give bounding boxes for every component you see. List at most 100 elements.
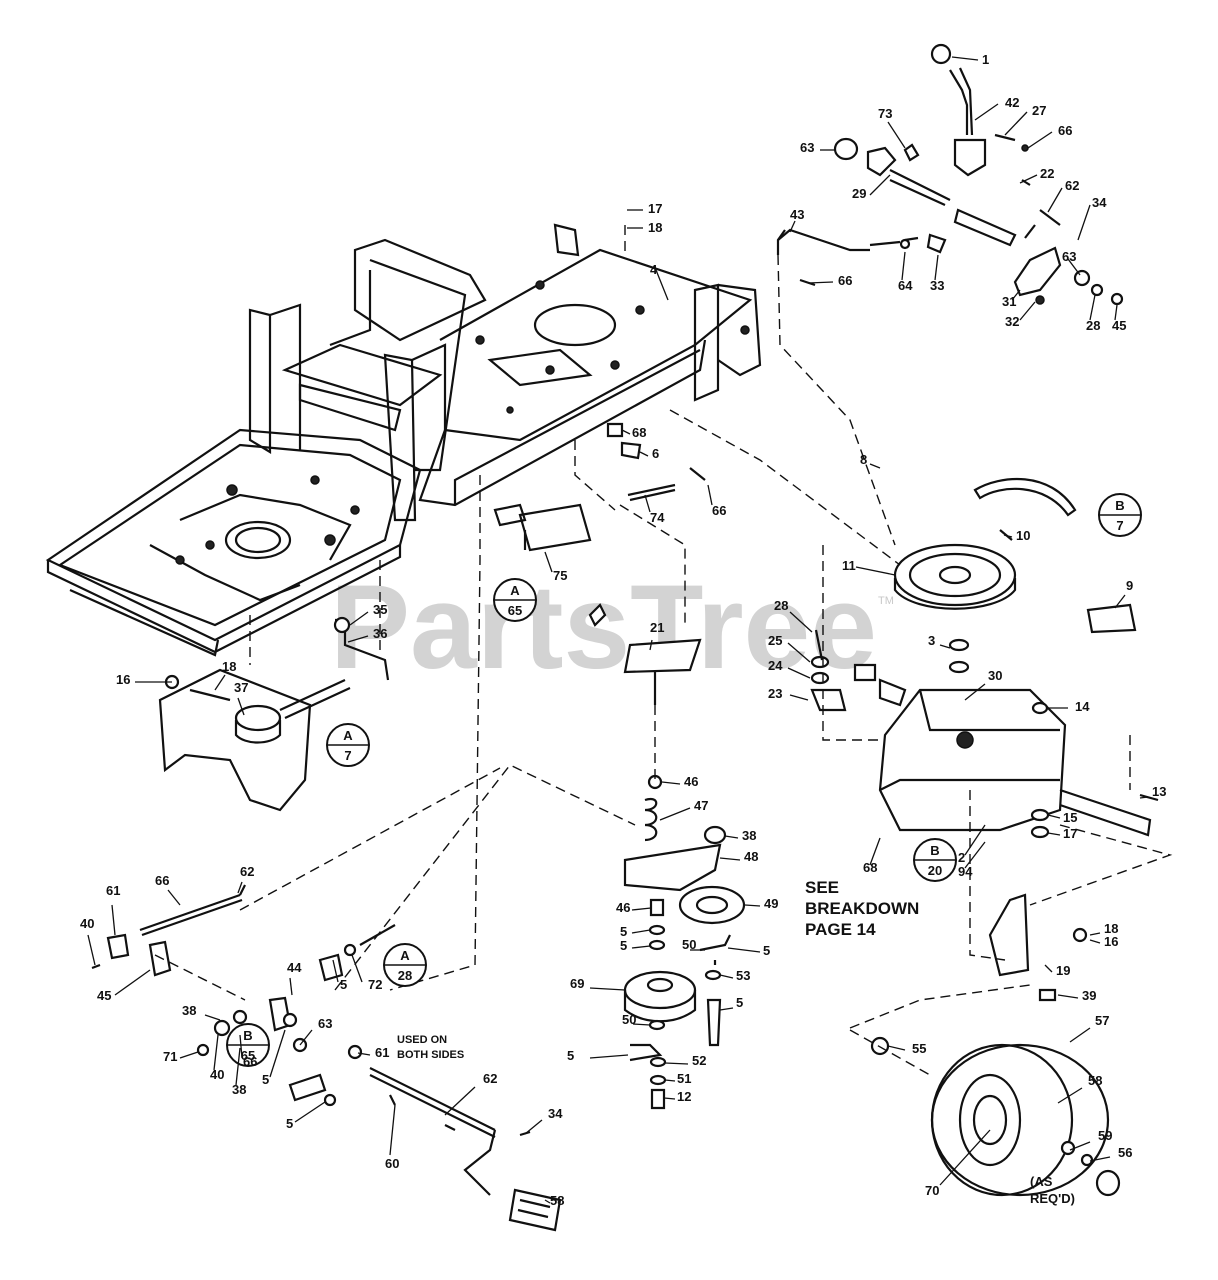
leader-line [787,667,811,679]
leader-line [1003,534,1013,538]
leader-line [727,947,761,953]
leader-line [1019,301,1036,321]
leader-line [1011,289,1021,301]
callout: 10 [1003,528,1030,543]
callout: 61 [106,883,120,936]
callout-number: 14 [1075,699,1090,714]
leader-line [237,881,243,894]
callout-number: 66 [712,503,726,518]
leader-line [237,697,245,716]
leader-line [644,494,651,513]
callout-number: 45 [1112,318,1126,333]
assembly-lines [154,225,1173,1076]
leader-line [1114,304,1118,321]
callout: 17 [627,201,662,216]
callout-number: 33 [930,278,944,293]
leader-line [214,674,226,691]
belt-and-pulley [893,477,1137,674]
callout-number: 42 [1005,95,1019,110]
callout-number: 13 [1152,784,1166,799]
callout: 59 [1069,1128,1112,1151]
leader-line [114,969,151,996]
callout: 2 [958,824,986,865]
callout: 49 [744,896,778,911]
idler-assembly [493,422,746,1110]
callout-number: 49 [764,896,778,911]
leader-line [655,269,669,301]
callout: 74 [644,494,665,525]
leader-line [1019,174,1038,184]
leader-line [639,451,649,457]
callout: 35 [349,602,387,626]
callout: 14 [1048,699,1090,714]
callout-number: 94 [958,864,973,879]
callout-number: 53 [736,968,750,983]
ref-page: 20 [928,863,942,878]
ref-circle: A28 [383,943,427,987]
callout: 5 [620,924,651,939]
callout: 51 [664,1071,691,1086]
see-breakdown-note: SEE BREAKDOWN PAGE 14 [805,878,919,939]
callout: 62 [444,1071,497,1116]
leader-line [1004,111,1028,136]
callout: 18 [1089,921,1118,936]
callout-number: 66 [1058,123,1072,138]
ref-circle: B20 [913,838,957,882]
callout-number: 25 [768,633,782,648]
callout-number: 63 [1062,249,1076,264]
callout: 13 [1139,784,1166,799]
callout: 17 [1047,826,1077,841]
callout-number: 1 [982,52,989,67]
callout: 16 [1089,934,1118,949]
callout-number: 28 [774,598,788,613]
leader-line [724,835,739,839]
callout: 38 [182,1003,221,1021]
leader-line [631,907,652,911]
callout: 57 [1069,1013,1109,1043]
leader-line [887,1045,906,1051]
ref-page: 65 [508,603,522,618]
callout: 19 [1044,963,1070,978]
callout: 63 [299,1016,332,1046]
callout-number: 55 [912,1041,926,1056]
callout-number: 51 [677,1071,691,1086]
callout-number: 47 [694,798,708,813]
leader-line [631,945,651,949]
callout-number: 50 [682,937,696,952]
callout-number: 5 [340,977,347,992]
callout: 28 [774,598,813,633]
leader-line [789,694,809,701]
callout-number: 75 [553,568,567,583]
as-reqd-note: (AS REQ'D) [1030,1174,1075,1206]
callout: 68 [621,425,646,440]
callout-number: 16 [1104,934,1118,949]
callout: 56 [1089,1145,1132,1162]
leader-line [787,642,811,663]
leader-line [1044,964,1053,973]
ref-letter: A [510,583,520,598]
callout-number: 27 [1032,103,1046,118]
callout-number: 38 [742,828,756,843]
callout-number: 10 [1016,528,1030,543]
leader-line [855,566,896,576]
leader-line [1057,1087,1083,1104]
leader-line [663,1097,676,1100]
callout: 36 [347,626,387,643]
callout-number: 61 [106,883,120,898]
callout-number: 17 [648,201,662,216]
callout: 62 [1047,178,1079,213]
leader-line [964,824,986,856]
callout: 33 [930,254,944,293]
callout-number: 62 [483,1071,497,1086]
callout: 52 [664,1053,706,1068]
callout: 39 [1057,988,1096,1003]
callout: 62 [237,864,254,894]
leader-line [111,904,116,936]
callout: 5 [727,943,770,958]
leader-line [235,1047,241,1086]
callout: 43 [789,207,804,233]
frame [45,223,762,657]
callout: 3 [928,633,951,649]
callout: 53 [719,968,750,983]
leader-line [621,429,631,435]
